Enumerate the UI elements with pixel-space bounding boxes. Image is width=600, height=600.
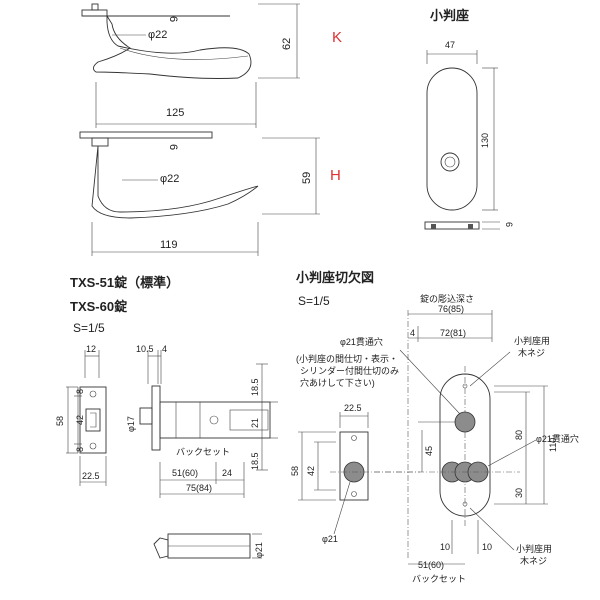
cutout-screw-label-1: 小判座用 xyxy=(514,335,550,346)
cutout-depth-label: 錠の彫込深さ xyxy=(420,293,474,304)
lock-dim-4: 4 xyxy=(162,344,167,354)
cutout-dim-30: 30 xyxy=(514,488,524,498)
cutout-screw-label-4: 木ネジ xyxy=(520,555,547,566)
cutout-dim-58: 58 xyxy=(290,466,300,476)
escutcheon-thickness: 6 xyxy=(504,222,514,227)
lock-dim-18-5-bot: 18.5 xyxy=(250,452,260,470)
lock-dim-22-5: 22.5 xyxy=(82,471,100,481)
cutout-phi21-through: φ21貫通穴 xyxy=(340,336,383,347)
cutout-note-1: (小判座の間仕切・表示・ xyxy=(296,353,398,364)
cutout-scale: S=1/5 xyxy=(298,294,330,308)
lock-dim-phi17: φ17 xyxy=(126,416,136,432)
cutout-dim-51: 51(60) xyxy=(418,560,444,570)
lock-dim-10-5: 10.5 xyxy=(136,344,154,354)
lock-dim-12: 12 xyxy=(86,344,96,354)
lock-dim-8-top: 8 xyxy=(75,389,85,394)
lever-k-thickness: 6 xyxy=(167,16,179,22)
lock-dim-51: 51(60) xyxy=(172,468,198,478)
lock-title-2: TXS-60錠 xyxy=(70,299,128,314)
lock-dim-8-bot: 8 xyxy=(75,447,85,452)
cutout-screw-label-3: 小判座用 xyxy=(516,543,552,554)
lock-scale: S=1/5 xyxy=(73,321,105,335)
cutout-phi21-through-2: φ21貫通穴 xyxy=(536,433,579,444)
lever-k-height: 62 xyxy=(281,38,293,50)
cutout-dim-22-5: 22.5 xyxy=(344,403,362,413)
escutcheon-drawing: 小判座 47 130 6 xyxy=(424,8,514,230)
lever-h-height: 59 xyxy=(301,172,313,184)
lock-dim-21: 21 xyxy=(250,418,260,428)
lever-k-length: 125 xyxy=(166,107,184,119)
cutout-dim-76: 76(85) xyxy=(438,304,464,314)
escutcheon-title: 小判座 xyxy=(430,8,469,23)
lever-h-thickness: 6 xyxy=(167,144,179,150)
lock-dim-42: 42 xyxy=(75,415,85,425)
cutout-title: 小判座切欠図 xyxy=(296,270,374,285)
cutout-dim-45: 45 xyxy=(424,446,434,456)
cutout-dim-42: 42 xyxy=(306,466,316,476)
lever-h-length: 119 xyxy=(160,239,178,251)
cutout-dim-4: 4 xyxy=(410,328,415,338)
cutout-note-2: シリンダー付間仕切のみ xyxy=(300,365,399,376)
cutout-dim-phi21: φ21 xyxy=(322,534,338,544)
lock-dim-75: 75(84) xyxy=(186,483,212,493)
cutout-dim-72: 72(81) xyxy=(440,328,466,338)
cutout-dim-80: 80 xyxy=(514,430,524,440)
lock-dim-phi21: φ21 xyxy=(254,542,264,558)
escutcheon-height: 130 xyxy=(480,133,490,148)
cutout-note-3: 穴あけして下さい) xyxy=(300,377,375,388)
lock-backset-label: バックセット xyxy=(176,447,230,457)
escutcheon-width: 47 xyxy=(445,40,455,50)
lever-h-tag: H xyxy=(330,167,341,184)
lock-dim-18-5-top: 18.5 xyxy=(250,378,260,396)
lock-dim-24: 24 xyxy=(222,468,232,478)
lever-h-drawing: φ22 6 59 119 H xyxy=(79,131,341,256)
lever-k-tag: K xyxy=(332,29,342,46)
cutout-dim-10-a: 10 xyxy=(440,542,450,552)
cutout-drawing: 小判座切欠図 S=1/5 錠の彫込深さ 76(85) 4 72(81) φ21貫… xyxy=(290,270,579,584)
cutout-dim-10-b: 10 xyxy=(482,542,492,552)
lock-drawing: TXS-51錠（標準） TXS-60錠 S=1/5 12 58 8 42 8 2… xyxy=(55,275,278,559)
cutout-backset-label: バックセット xyxy=(412,574,466,584)
cutout-dim-110: 110 xyxy=(548,438,558,452)
lock-dim-58: 58 xyxy=(55,416,65,426)
cutout-screw-label-2: 木ネジ xyxy=(518,347,545,358)
lever-k-drawing: φ22 6 62 125 K xyxy=(81,3,342,128)
lever-h-dia: φ22 xyxy=(160,173,179,185)
lever-k-dia: φ22 xyxy=(148,29,167,41)
lock-title-1: TXS-51錠（標準） xyxy=(70,275,179,290)
